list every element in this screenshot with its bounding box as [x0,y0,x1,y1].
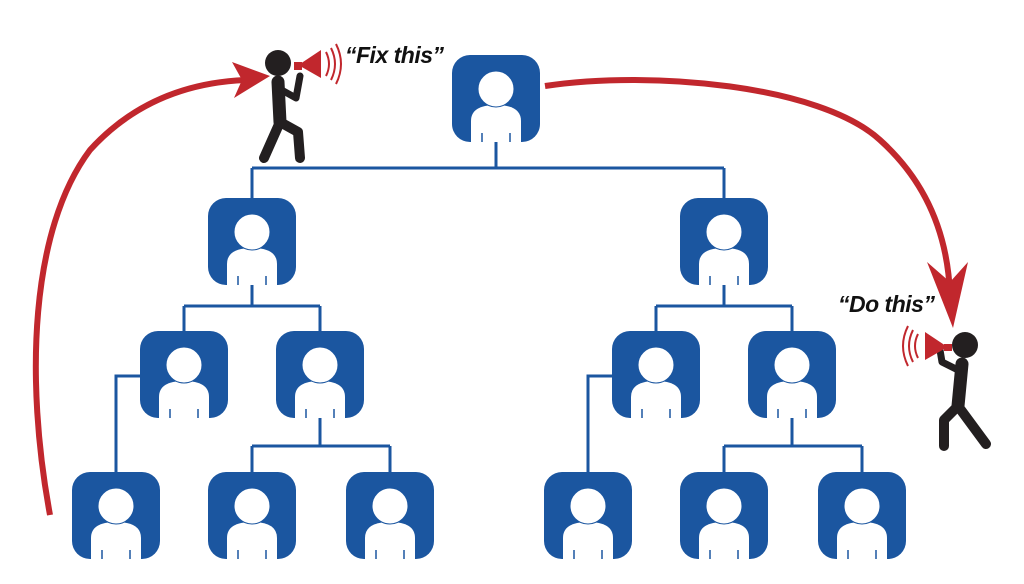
person-node-icon [276,331,364,418]
megaphone-icon [294,43,342,85]
connectors [114,142,864,472]
person-node-icon [612,331,700,418]
connector-line [114,374,140,472]
worker-figure-icon [936,332,991,451]
person-node-icon [544,472,632,559]
connector-line [586,374,612,472]
connector-line [250,418,392,472]
connector-line [182,285,322,331]
person-node-icon [208,198,296,285]
person-node-icon [680,472,768,559]
connector-line [722,418,864,472]
arrowhead-icon [927,262,968,328]
directive-arrow-right [544,76,968,328]
connector-line [654,285,794,331]
arrowhead-icon [232,62,270,98]
person-node-icon [818,472,906,559]
person-node-icon [680,198,768,285]
person-node-icon [72,472,160,559]
org-nodes [72,55,906,559]
worker-quote: “Do this” [838,291,935,317]
person-node-icon [748,331,836,418]
connector-line [250,142,726,198]
megaphone-icon [902,325,952,367]
person-node-icon [346,472,434,559]
person-node-icon [140,331,228,418]
person-node-icon [452,55,540,142]
manager-figure-icon [259,50,305,163]
manager-quote: “Fix this” [345,42,445,68]
person-node-icon [208,472,296,559]
feedback-arrow-left [32,62,270,516]
